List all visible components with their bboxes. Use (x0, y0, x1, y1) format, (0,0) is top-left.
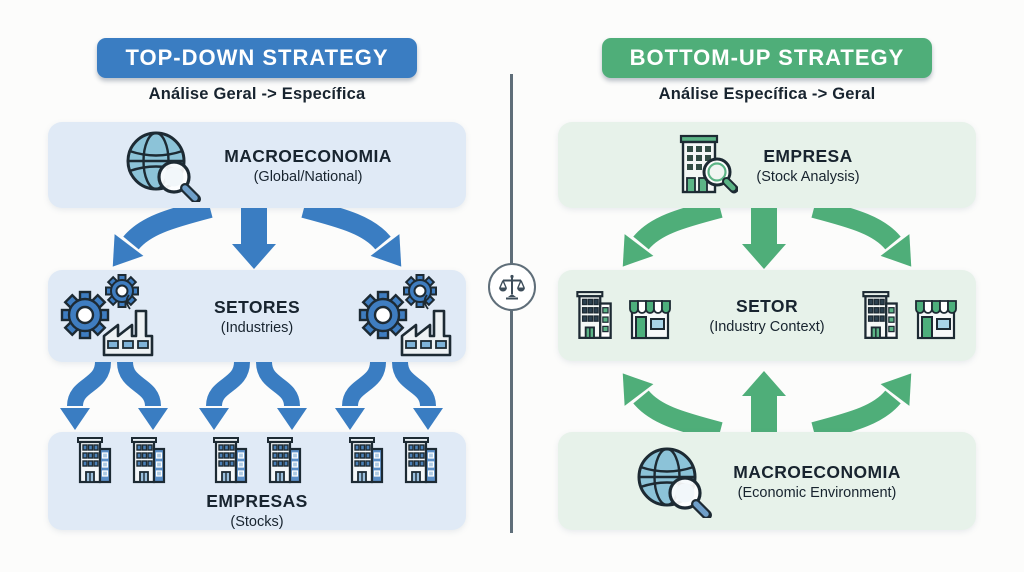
storefront-icon (628, 299, 672, 339)
fan-down-arrows (558, 208, 976, 270)
box-title: MACROECONOMIA (733, 461, 901, 482)
building-pair (347, 436, 439, 486)
macroeconomia-bottom-box: MACROECONOMIA (Economic Environment) (558, 432, 976, 530)
macroeconomia-bottom-text: MACROECONOMIA (Economic Environment) (733, 462, 901, 501)
top-down-subtitle: Análise Geral -> Específica (148, 85, 366, 103)
bottom-up-badge-row: BOTTOM-UP STRATEGY (558, 38, 976, 78)
box-subtitle: (Economic Environment) (737, 484, 897, 501)
storefront-icon (914, 299, 958, 339)
gears-factory-icon (60, 273, 154, 357)
top-down-panel: TOP-DOWN STRATEGY Análise Geral -> Espec… (48, 0, 466, 572)
office-building-icon (212, 436, 248, 484)
top-down-badge: TOP-DOWN STRATEGY (97, 38, 417, 78)
building-pair (211, 436, 303, 486)
office-building-icon (130, 436, 166, 484)
fan-down-arrows (48, 208, 466, 270)
scales-icon (498, 273, 526, 300)
box-title: SETOR (736, 296, 798, 316)
box-title: EMPRESAS (206, 491, 308, 511)
balance-badge (488, 263, 536, 311)
setores-box: SETORES (Industries) (48, 270, 466, 362)
box-title: SETORES (213, 296, 301, 317)
macroeconomia-box: MACROECONOMIA (Global/National) (48, 122, 466, 208)
box-subtitle: (Industry Context) (709, 319, 825, 335)
globe-magnifier-icon (633, 444, 713, 518)
office-building-icon (266, 436, 302, 484)
empresas-box: EMPRESAS (Stocks) (48, 432, 466, 530)
top-down-badge-row: TOP-DOWN STRATEGY (48, 38, 466, 78)
split-down-arrows (48, 362, 466, 432)
box-title: EMPRESA (763, 145, 853, 166)
box-subtitle: (Stock Analysis) (756, 168, 860, 185)
office-building-icon (576, 290, 612, 339)
box-title: MACROECONOMIA (224, 145, 392, 166)
office-building-icon (402, 436, 438, 484)
fan-up-arrows (558, 361, 976, 432)
empresas-text: EMPRESAS (Stocks) (206, 491, 307, 530)
globe-magnifier-icon (122, 128, 202, 202)
box-subtitle: (Global/National) (253, 168, 363, 185)
sector-icons-left (574, 290, 674, 342)
setores-text: SETORES (Industries) (214, 297, 300, 336)
bottom-up-badge: BOTTOM-UP STRATEGY (601, 38, 933, 78)
empresa-text: EMPRESA (Stock Analysis) (756, 146, 859, 185)
building-magnifier-icon (674, 132, 738, 198)
gears-factory-icon (358, 273, 452, 357)
setor-box: SETOR (Industry Context) (558, 270, 976, 361)
setor-text: SETOR (Industry Context) (709, 296, 824, 335)
office-building-icon (348, 436, 384, 484)
macroeconomia-text: MACROECONOMIA (Global/National) (224, 146, 392, 185)
building-pair (75, 436, 167, 486)
bottom-up-panel: BOTTOM-UP STRATEGY Análise Específica ->… (558, 0, 976, 572)
box-subtitle: (Industries) (220, 319, 294, 336)
office-building-icon (76, 436, 112, 484)
bottom-up-subtitle: Análise Específica -> Geral (658, 85, 876, 103)
sector-icons-right (860, 290, 960, 342)
box-subtitle: (Stocks) (230, 514, 284, 530)
empresa-box: EMPRESA (Stock Analysis) (558, 122, 976, 208)
office-building-icon (862, 290, 898, 339)
buildings-row (75, 436, 439, 486)
